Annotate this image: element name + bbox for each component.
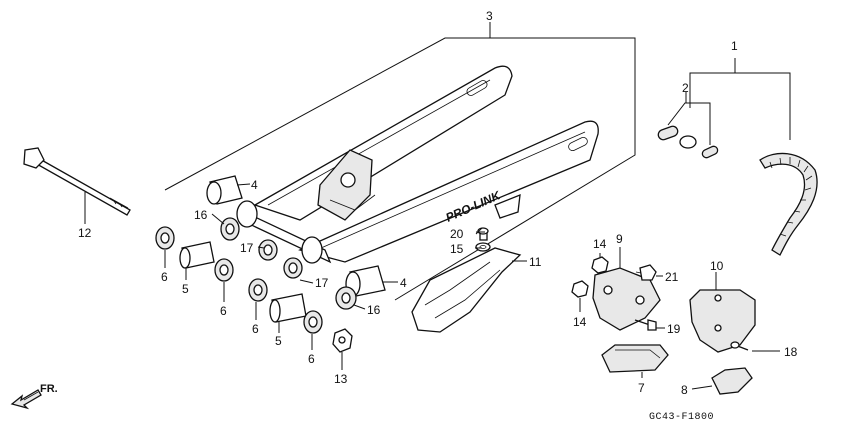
callout-20: 20 [450, 227, 464, 241]
callout-14-lower: 14 [573, 315, 587, 329]
callout-17-upper: 17 [240, 241, 254, 255]
direction-label: FR. [40, 383, 58, 395]
callout-6-d: 6 [308, 352, 315, 366]
callout-12: 12 [78, 226, 92, 240]
oil-seal-lower [283, 257, 303, 279]
callout-labels: 1 2 3 4 4 5 5 6 6 6 6 7 8 9 10 11 12 13 … [78, 9, 798, 397]
drive-chain [759, 152, 818, 256]
dust-seal-left-lower [214, 258, 234, 282]
callout-21: 21 [665, 270, 679, 284]
master-link [657, 125, 719, 159]
group-bracket-master-link [667, 92, 711, 145]
callout-16-upper: 16 [194, 208, 208, 222]
dust-seal-right-upper [248, 278, 268, 302]
bracket-bolt-21 [635, 264, 657, 281]
callout-11: 11 [529, 255, 542, 269]
callout-6-b: 6 [220, 304, 227, 318]
front-direction-indicator: FR. [10, 383, 58, 410]
pivot-bolt [23, 147, 131, 216]
callout-18: 18 [784, 345, 798, 359]
callout-14-upper: 14 [593, 237, 607, 251]
callout-4-lower: 4 [400, 276, 407, 290]
dust-seal-right-lower [303, 310, 323, 334]
callout-3: 3 [486, 9, 493, 23]
group-bracket-swingarm [164, 22, 636, 301]
diagram-code: GC43-F1800 [649, 412, 714, 423]
chain-guide-plate [689, 289, 756, 353]
callout-5-left: 5 [182, 282, 189, 296]
callout-6-a: 6 [161, 270, 168, 284]
callout-8: 8 [681, 383, 688, 397]
callout-10: 10 [710, 259, 724, 273]
leader-lines [84, 183, 780, 390]
callout-5-right: 5 [275, 334, 282, 348]
pivot-collar-upper [206, 175, 243, 205]
callout-4-upper: 4 [251, 178, 258, 192]
dust-seal-left-upper [155, 226, 175, 250]
callout-1: 1 [731, 39, 738, 53]
swingarm: PRO-LINK [236, 65, 599, 264]
chain-guide-cover [711, 367, 753, 395]
needle-bearing-lower [335, 286, 357, 310]
callout-17-lower: 17 [315, 276, 329, 290]
bracket-nut-upper [591, 256, 609, 274]
callout-9: 9 [616, 232, 623, 246]
pivot-nut [332, 328, 353, 353]
bracket-bolt-19 [634, 319, 657, 331]
callout-13: 13 [334, 372, 348, 386]
callout-16-lower: 16 [367, 303, 381, 317]
callout-19: 19 [667, 322, 681, 336]
slider-washer [475, 242, 491, 252]
bracket-nut-lower [571, 280, 589, 298]
chain-guide-bracket [592, 267, 661, 331]
callout-6-c: 6 [252, 322, 259, 336]
callout-2: 2 [682, 81, 689, 95]
callout-7: 7 [638, 381, 645, 395]
group-bracket-chain [689, 58, 791, 140]
callout-15: 15 [450, 242, 464, 256]
oil-seal-upper [258, 239, 278, 261]
needle-bearing-upper [220, 217, 240, 241]
chain-slider [411, 247, 527, 333]
pivot-bushing-right [269, 293, 307, 323]
pivot-bushing-left-upper [179, 241, 215, 269]
chain-guide-slider [601, 344, 669, 373]
plate-screw-18 [730, 341, 749, 351]
